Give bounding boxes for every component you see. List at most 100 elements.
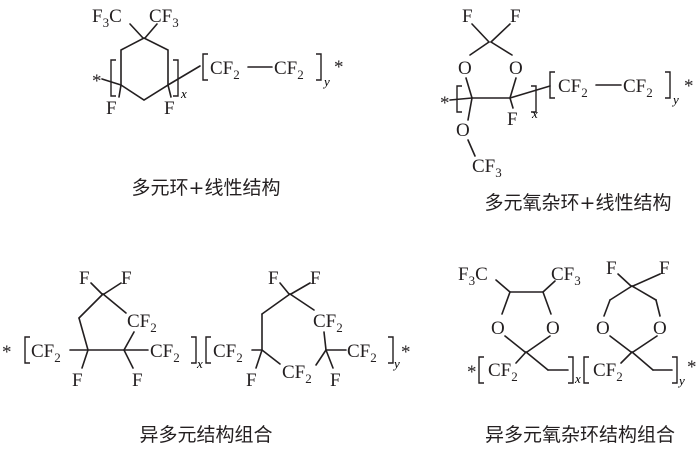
bond xyxy=(129,23,144,39)
bond xyxy=(289,293,315,311)
fluorine-atom: F xyxy=(132,370,143,391)
fluorine-atom: F xyxy=(268,268,279,289)
chain-end-star: * xyxy=(334,57,344,78)
fluorine-atom: F xyxy=(79,268,90,289)
bond xyxy=(467,97,473,121)
bond xyxy=(609,335,632,353)
bond xyxy=(323,331,327,351)
bond xyxy=(490,23,511,43)
bond xyxy=(471,23,490,43)
fluorine-atom: F xyxy=(310,268,321,289)
bracket-y-open xyxy=(205,336,211,364)
bond xyxy=(279,282,290,295)
bond xyxy=(515,351,527,364)
repeat-x-label: x xyxy=(531,106,538,121)
cf2-group: CF2 xyxy=(593,360,623,384)
bond xyxy=(467,139,476,157)
panel-3-caption: 异多元结构组合 xyxy=(139,424,272,446)
chain-end-star: * xyxy=(440,93,450,114)
bracket-x-close xyxy=(191,336,197,364)
panel-4-structure: F3C CF3 O O * CF2 x F F O O CF2 xyxy=(458,258,697,388)
panel-4-caption: 异多元氧杂环结构组合 xyxy=(485,424,675,446)
bond xyxy=(78,293,104,319)
bond xyxy=(509,85,551,99)
chain-end-star: * xyxy=(687,357,697,378)
bond xyxy=(617,273,632,287)
cf2-group: CF2 xyxy=(488,360,518,384)
repeat-y-label: y xyxy=(392,356,400,371)
bond xyxy=(603,299,611,317)
bracket-x-open xyxy=(456,85,462,113)
bond xyxy=(631,285,657,301)
bond xyxy=(620,351,633,364)
repeat-x-label: x xyxy=(574,371,581,386)
fluorine-atom: F xyxy=(659,258,670,279)
bracket-x-close xyxy=(568,356,574,384)
bond xyxy=(118,84,122,98)
bracket-y-close xyxy=(672,356,678,384)
fluorine-atom: F xyxy=(106,98,117,119)
bracket-y-close xyxy=(665,71,671,99)
bond xyxy=(465,77,473,99)
bond xyxy=(469,41,490,56)
fluorine-atom: F xyxy=(510,6,521,27)
chain-end-star: * xyxy=(2,342,12,363)
f3c-left-group: F3C xyxy=(92,6,122,30)
bond xyxy=(90,282,103,295)
bond xyxy=(526,335,551,353)
bond xyxy=(78,317,89,351)
bond xyxy=(609,285,633,301)
bond xyxy=(501,291,511,315)
bond xyxy=(509,77,517,99)
oxygen-atom: O xyxy=(596,318,610,339)
cf2-group: CF2 xyxy=(213,341,243,365)
cf2-group: CF2 xyxy=(282,362,312,386)
cf2-group: CF2 xyxy=(313,311,343,335)
panel-2-caption: 多元氧杂环+线性结构 xyxy=(485,192,672,214)
bond xyxy=(123,331,135,351)
bond xyxy=(103,282,122,295)
cf2-group: CF2 xyxy=(210,58,240,82)
cf3-right-group: CF3 xyxy=(149,6,179,30)
cyclopentane-ring xyxy=(120,37,169,101)
bond xyxy=(81,349,89,369)
bond xyxy=(490,41,513,56)
bond xyxy=(325,349,334,369)
panel-1-structure: F3C CF3 F F * x CF2 CF2 y * xyxy=(92,6,344,119)
bracket-x-close xyxy=(173,59,179,97)
chain-end-star: * xyxy=(684,76,694,97)
oxygen-atom: O xyxy=(509,58,523,79)
bond xyxy=(290,282,311,295)
bond xyxy=(509,97,514,109)
bond xyxy=(542,280,556,293)
repeat-y-label: y xyxy=(671,92,679,107)
bond xyxy=(167,84,172,98)
cf2-group: CF2 xyxy=(558,76,588,100)
cf3-group: CF3 xyxy=(472,156,502,180)
cf3-group: CF3 xyxy=(551,264,581,288)
repeat-y-label: y xyxy=(322,74,330,89)
bond xyxy=(261,349,281,365)
bond xyxy=(525,351,549,371)
bond xyxy=(449,97,473,101)
bracket-y-open xyxy=(583,356,589,384)
fluorine-atom: F xyxy=(164,98,175,119)
bond xyxy=(144,23,158,39)
cf2-group: CF2 xyxy=(274,58,304,82)
chain-end-star: * xyxy=(467,362,477,383)
bond xyxy=(631,351,654,371)
fluorine-atom: F xyxy=(462,6,473,27)
fluorine-atom: F xyxy=(606,258,617,279)
fluorine-atom: F xyxy=(246,370,257,391)
bracket-x-open xyxy=(110,59,116,97)
oxygen-atom: O xyxy=(491,318,505,339)
bracket-y-close xyxy=(388,336,394,364)
panel-2-structure: F F O O * x O CF3 F CF2 CF2 y * xyxy=(440,6,694,180)
bracket-x-open xyxy=(24,336,30,364)
oxygen-atom: O xyxy=(456,120,470,141)
bracket-x-open xyxy=(478,356,484,384)
oxygen-atom: O xyxy=(546,318,560,339)
oxygen-atom: O xyxy=(458,58,472,79)
fluorine-atom: F xyxy=(507,109,518,130)
